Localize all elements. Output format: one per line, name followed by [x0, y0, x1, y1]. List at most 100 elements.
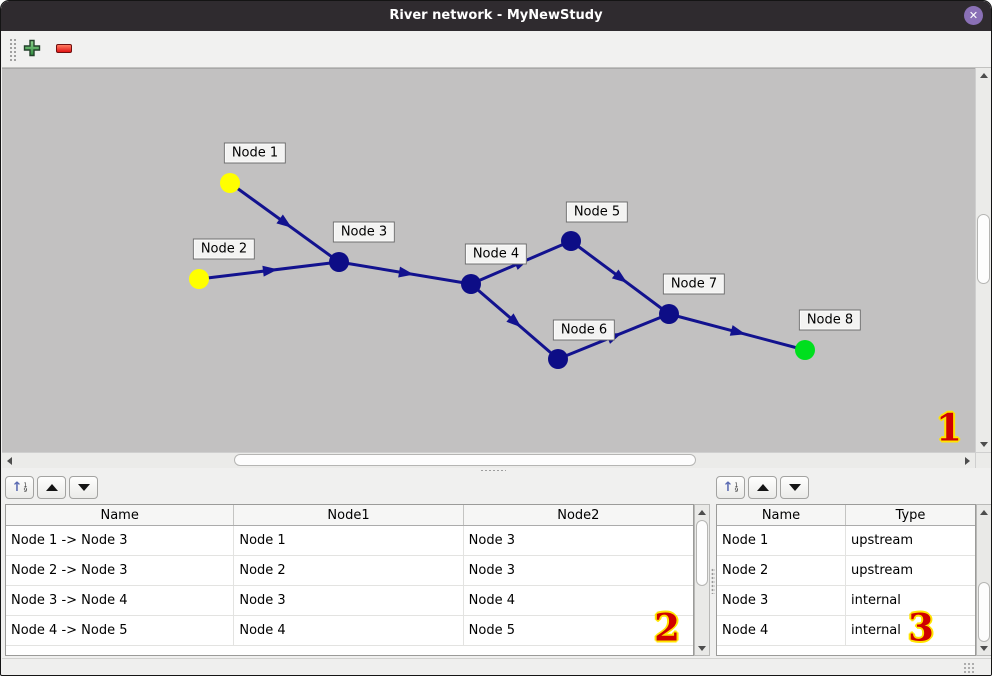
- table-cell[interactable]: Node 3: [234, 586, 464, 615]
- table-cell[interactable]: Node 3: [717, 586, 846, 615]
- flow-direction-arrow-icon: [611, 269, 628, 283]
- resize-grip[interactable]: [963, 662, 976, 674]
- table-cell[interactable]: Node 1: [717, 526, 846, 555]
- nodes-table-header: Name Type: [717, 505, 975, 526]
- scroll-thumb[interactable]: [696, 520, 708, 586]
- table-cell[interactable]: internal: [851, 623, 901, 638]
- node-label[interactable]: Node 3: [332, 221, 396, 243]
- nodes-move-down-button[interactable]: [780, 476, 809, 499]
- network-node[interactable]: [220, 173, 240, 193]
- scroll-up-button[interactable]: [695, 505, 709, 519]
- up-arrow-icon: [698, 509, 706, 515]
- reaches-move-up-button[interactable]: [37, 476, 66, 499]
- scroll-down-button[interactable]: [695, 641, 709, 655]
- up-arrow-icon: [980, 73, 988, 78]
- horizontal-splitter[interactable]: [2, 468, 991, 473]
- table-cell[interactable]: upstream: [851, 563, 914, 578]
- scroll-down-button[interactable]: [977, 641, 991, 655]
- network-node[interactable]: [548, 349, 568, 369]
- down-arrow-icon: [980, 442, 988, 447]
- table-cell[interactable]: Node 2 -> Node 3: [6, 556, 235, 585]
- table-cell[interactable]: upstream: [851, 533, 914, 548]
- table-row[interactable]: Node 4 internal: [717, 616, 975, 646]
- node-label[interactable]: Node 6: [552, 319, 616, 341]
- move-up-icon: [45, 484, 58, 491]
- table-cell[interactable]: Node 1 -> Node 3: [6, 526, 235, 555]
- up-arrow-icon: [980, 509, 988, 515]
- table-cell[interactable]: Node 4 -> Node 5: [6, 616, 235, 645]
- network-node[interactable]: [461, 274, 481, 294]
- scroll-thumb[interactable]: [978, 582, 990, 642]
- right-arrow-icon: [965, 456, 970, 465]
- table-cell[interactable]: Node 4: [717, 616, 846, 645]
- toolbar-drag-handle[interactable]: [9, 38, 16, 61]
- network-node[interactable]: [795, 340, 815, 360]
- table-cell[interactable]: Node 3: [468, 563, 516, 578]
- add-node-button[interactable]: [23, 39, 41, 57]
- title-bar: River network - MyNewStudy ✕: [1, 1, 991, 31]
- node-label[interactable]: Node 8: [798, 309, 862, 331]
- table-cell[interactable]: Node 3 -> Node 4: [6, 586, 235, 615]
- scroll-left-button[interactable]: [2, 453, 17, 468]
- sort-ascending-icon: ↑: [722, 480, 734, 495]
- move-up-icon: [756, 484, 769, 491]
- node-label[interactable]: Node 2: [192, 238, 256, 260]
- move-down-icon: [788, 484, 801, 491]
- table-cell[interactable]: Node 4: [468, 593, 516, 608]
- splitter-handle-icon: [480, 469, 506, 472]
- status-bar: [2, 658, 991, 675]
- network-node[interactable]: [561, 231, 581, 251]
- node-label[interactable]: Node 4: [464, 243, 528, 265]
- column-header-node2[interactable]: Node2: [557, 507, 600, 523]
- column-header-name[interactable]: Name: [6, 505, 235, 525]
- scroll-right-button[interactable]: [960, 453, 975, 468]
- canvas-vertical-scrollbar[interactable]: [975, 68, 991, 452]
- scroll-up-button[interactable]: [977, 505, 991, 519]
- column-header-node1[interactable]: Node1: [234, 505, 464, 525]
- nodes-move-up-button[interactable]: [748, 476, 777, 499]
- table-row[interactable]: Node 3 internal: [717, 586, 975, 616]
- scroll-down-button[interactable]: [976, 437, 991, 452]
- table-cell[interactable]: internal: [851, 593, 901, 608]
- splitter-handle-icon: [711, 568, 715, 594]
- table-row[interactable]: Node 1 upstream: [717, 526, 975, 556]
- column-header-type[interactable]: Type: [895, 507, 926, 523]
- table-cell[interactable]: Node 4: [234, 616, 464, 645]
- table-cell[interactable]: Node 1: [234, 526, 464, 555]
- network-node[interactable]: [189, 269, 209, 289]
- vertical-scroll-thumb[interactable]: [977, 214, 990, 284]
- reaches-table-scrollbar[interactable]: [694, 504, 710, 656]
- table-cell[interactable]: Node 3: [468, 533, 516, 548]
- network-node[interactable]: [329, 252, 349, 272]
- table-cell[interactable]: Node 5: [468, 623, 516, 638]
- table-cell[interactable]: Node 2: [234, 556, 464, 585]
- nodes-table-scrollbar[interactable]: [976, 504, 991, 656]
- table-row[interactable]: Node 2 upstream: [717, 556, 975, 586]
- close-button[interactable]: ✕: [964, 6, 983, 25]
- canvas-horizontal-scrollbar[interactable]: [2, 452, 975, 468]
- horizontal-scroll-thumb[interactable]: [234, 454, 696, 466]
- vertical-splitter[interactable]: [710, 473, 716, 656]
- network-canvas[interactable]: Node 1 Node 2 Node 3 Node 4 Node 5 Node 6 Node…: [2, 68, 975, 452]
- table-cell[interactable]: Node 2: [717, 556, 846, 585]
- scroll-up-button[interactable]: [976, 68, 991, 83]
- node-label[interactable]: Node 5: [565, 201, 629, 223]
- column-header-name[interactable]: Name: [717, 505, 846, 525]
- network-node[interactable]: [659, 304, 679, 324]
- flow-direction-arrow-icon: [276, 214, 292, 228]
- remove-node-button[interactable]: [56, 44, 72, 53]
- move-down-icon: [77, 484, 90, 491]
- reaches-move-down-button[interactable]: [69, 476, 98, 499]
- node-label[interactable]: Node 1: [223, 142, 287, 164]
- node-label[interactable]: Node 7: [662, 273, 726, 295]
